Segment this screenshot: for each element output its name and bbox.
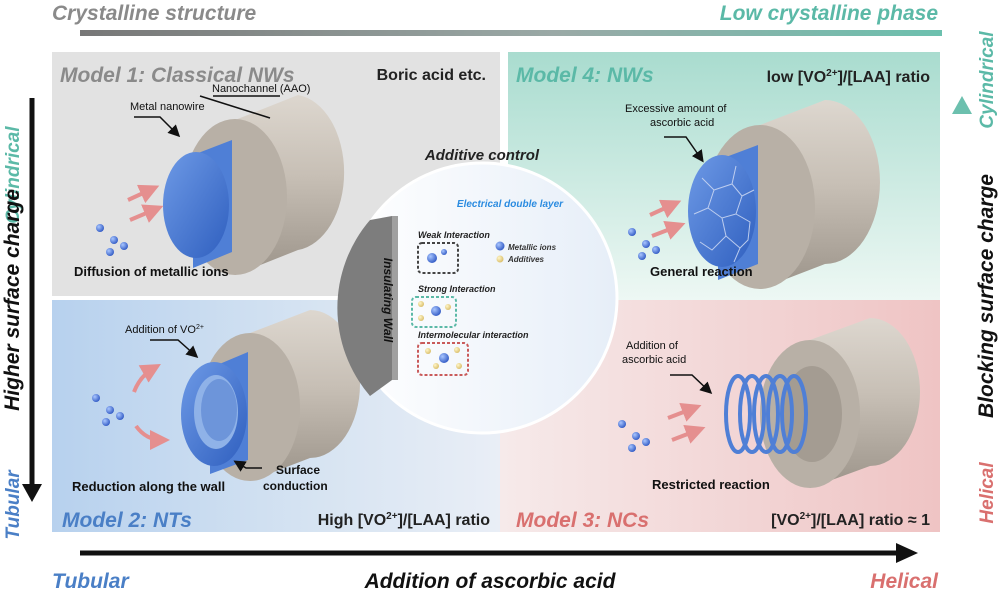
model1-wire-label: Metal nanowire [130, 101, 205, 113]
left-axis-top-label: Cylindrical [3, 126, 24, 224]
model4-ion-flow-arrows [649, 199, 686, 240]
model4-nanochannel [688, 100, 880, 289]
center-inter-label: Intermolecular interaction [418, 330, 529, 340]
bottom-axis-arrowhead [896, 543, 918, 563]
model2-nanochannel [181, 310, 360, 481]
model1-condition: Boric acid etc. [377, 67, 486, 84]
model4-excess-label-2: ascorbic acid [650, 117, 714, 129]
right-axis-title: Blocking surface charge [975, 174, 998, 418]
model2-surface-label-2: conduction [263, 479, 328, 493]
model2-title: Model 2: NTs [62, 509, 192, 532]
model1-title: Model 1: Classical NWs [60, 64, 295, 87]
model3-add-leader [670, 374, 713, 395]
model4-caption: General reaction [650, 264, 753, 279]
center-edl-label: Electrical double layer [457, 199, 564, 210]
model2-ion-flow-arrows [132, 364, 170, 450]
model4-title: Model 4: NWs [516, 64, 654, 87]
center-additive-control: Additive control Electrical double layer… [337, 147, 619, 435]
top-axis-right-label: Low crystalline phase [720, 2, 939, 25]
model1-channel-label: Nanochannel (AAO) [212, 83, 310, 95]
model3-nanocoil [724, 374, 808, 454]
model1-nanochannel [163, 95, 345, 275]
model2-caption: Reduction along the wall [72, 479, 225, 494]
model2-metal-ions [92, 394, 124, 426]
model2-surface-leader [233, 460, 262, 472]
model4-condition: low [VO2+]/[LAA] ratio [767, 68, 931, 86]
model3-metal-ions [618, 420, 650, 452]
model3-caption: Restricted reaction [652, 477, 770, 492]
model2-add-leader [150, 339, 199, 358]
model3-title: Model 3: NCs [516, 509, 649, 532]
top-axis-bar [80, 30, 942, 36]
model1-caption: Diffusion of metallic ions [74, 264, 229, 279]
center-legend-additives: Additives [507, 255, 545, 264]
right-axis-top-label: Cylindrical [977, 31, 998, 129]
model1-nanowire [163, 152, 229, 258]
model3-condition: [VO2+]/[LAA] ratio ≈ 1 [771, 511, 930, 529]
model3-ion-flow-arrows [667, 402, 706, 444]
center-weak-label: Weak Interaction [418, 230, 490, 240]
model3-add-label-2: ascorbic acid [622, 354, 686, 366]
center-inter-box [417, 342, 469, 376]
model1-channel-leader [199, 95, 271, 119]
model1-ion-flow-arrows [127, 184, 164, 223]
center-legend-ions: Metallic ions [508, 243, 557, 252]
model3-add-label-1: Addition of [626, 340, 679, 352]
right-axis-arrowhead [952, 96, 972, 114]
left-axis-bottom-label: Tubular [3, 469, 24, 540]
model4-nanowire [688, 155, 756, 267]
left-axis-arrowhead [22, 484, 42, 502]
model4-excess-label-1: Excessive amount of [625, 103, 727, 115]
model1-wire-leader [134, 116, 181, 138]
bottom-axis-left-label: Tubular [52, 570, 130, 593]
center-legend-additive-swatch [496, 255, 504, 263]
center-title: Additive control [424, 147, 540, 164]
right-axis-bottom-label: Helical [977, 462, 998, 524]
center-strong-box [411, 296, 457, 328]
left-axis-title: Higher surface charge [1, 189, 24, 411]
center-legend-ion-swatch [495, 241, 505, 251]
model1-metal-ions [96, 224, 128, 256]
model2-add-label: Addition of VO2+ [125, 324, 204, 336]
top-axis-left-label: Crystalline structure [52, 2, 257, 25]
model4-excess-leader [664, 136, 704, 163]
center-weak-box [417, 242, 459, 274]
model2-surface-label-1: Surface [276, 463, 320, 477]
center-wall-label: Insulating Wall [381, 258, 395, 343]
model4-metal-ions [628, 228, 660, 260]
center-strong-label: Strong Interaction [418, 284, 496, 294]
model2-condition: High [VO2+]/[LAA] ratio [318, 511, 491, 529]
bottom-axis-title: Addition of ascorbic acid [364, 570, 617, 593]
bottom-axis-right-label: Helical [870, 570, 939, 593]
